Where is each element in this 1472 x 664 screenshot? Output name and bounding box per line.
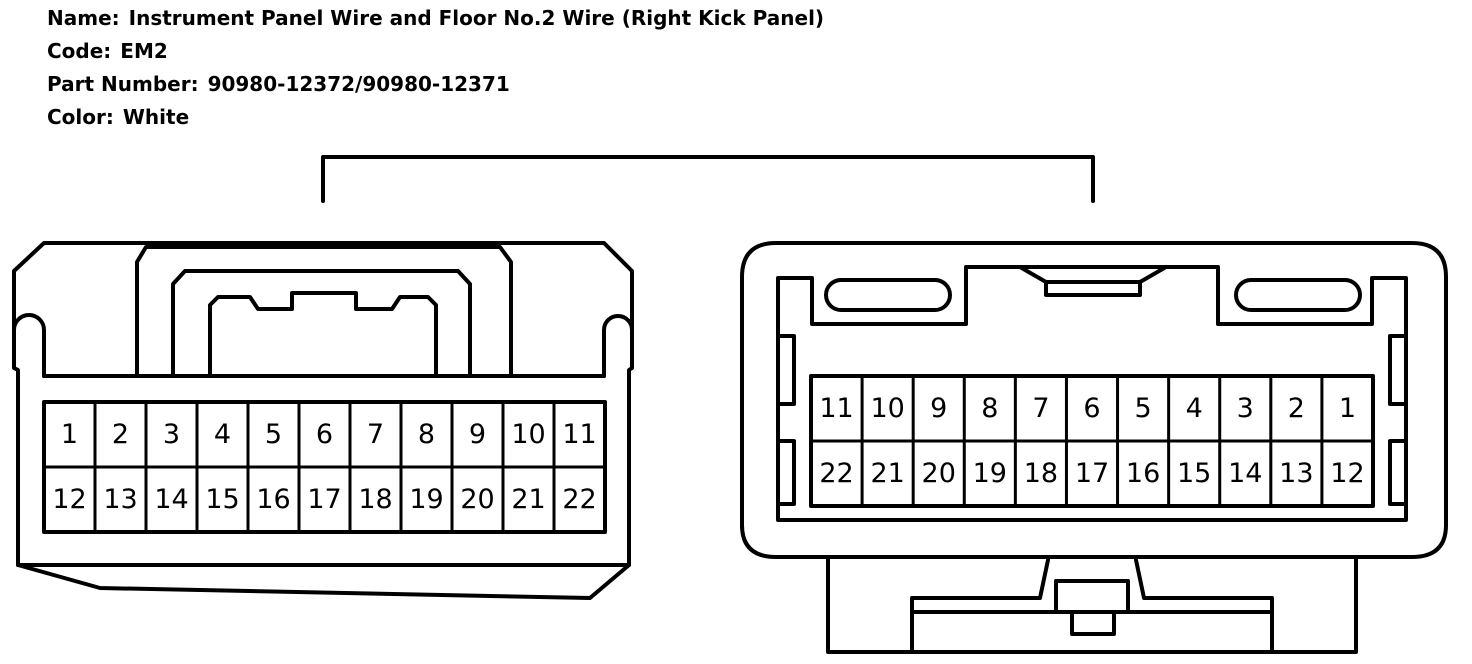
pin-number-left-5: 5 xyxy=(265,419,282,450)
pin-number-right-11: 11 xyxy=(819,393,853,424)
pin-number-right-14: 14 xyxy=(1228,458,1262,489)
pin-number-right-13: 13 xyxy=(1279,458,1313,489)
left-connector-side-notch xyxy=(602,314,634,378)
pin-number-left-7: 7 xyxy=(367,419,384,450)
part-number-label: Part Number: xyxy=(47,72,199,96)
pin-number-left-6: 6 xyxy=(316,419,333,450)
right-connector-latch xyxy=(1018,265,1168,297)
right-connector-body xyxy=(740,241,1448,559)
pin-number-right-5: 5 xyxy=(1134,393,1151,424)
pin-number-left-4: 4 xyxy=(214,419,231,450)
pin-number-left-10: 10 xyxy=(511,419,545,450)
right-connector-slot-left xyxy=(824,278,952,312)
pin-number-right-21: 21 xyxy=(870,458,904,489)
pin-number-left-12: 12 xyxy=(52,484,86,515)
name-value: Instrument Panel Wire and Floor No.2 Wir… xyxy=(128,6,825,30)
right-connector-side-rib xyxy=(776,439,796,506)
pin-number-left-3: 3 xyxy=(163,419,180,450)
pin-number-left-13: 13 xyxy=(103,484,137,515)
pin-number-left-8: 8 xyxy=(418,419,435,450)
pin-number-right-18: 18 xyxy=(1024,458,1058,489)
info-name-line: Name: Instrument Panel Wire and Floor No.… xyxy=(47,6,824,30)
part-number-value: 90980-12372/90980-12371 xyxy=(207,72,510,96)
pin-number-right-20: 20 xyxy=(922,458,956,489)
pin-number-left-11: 11 xyxy=(562,419,596,450)
pin-number-right-3: 3 xyxy=(1237,393,1254,424)
left-connector-body xyxy=(12,241,634,600)
pin-number-right-17: 17 xyxy=(1075,458,1109,489)
right-connector-lower-rail xyxy=(910,558,1050,654)
pin-number-right-22: 22 xyxy=(819,458,853,489)
pin-number-right-9: 9 xyxy=(930,393,947,424)
right-connector-lower-rail xyxy=(1134,558,1274,654)
pin-number-left-14: 14 xyxy=(154,484,188,515)
pin-number-right-15: 15 xyxy=(1177,458,1211,489)
right-connector-side-rib xyxy=(776,334,796,406)
right-connector-cavity xyxy=(776,265,1408,522)
pin-number-left-19: 19 xyxy=(409,484,443,515)
pin-number-right-7: 7 xyxy=(1032,393,1049,424)
color-label: Color: xyxy=(47,105,114,129)
pin-number-right-16: 16 xyxy=(1126,458,1160,489)
pin-number-left-2: 2 xyxy=(112,419,129,450)
mating-bracket xyxy=(321,155,1095,203)
right-connector-side-rib xyxy=(1388,334,1408,406)
info-part-line: Part Number: 90980-12372/90980-12371 xyxy=(47,72,510,96)
right-connector-key xyxy=(1054,579,1130,614)
pin-number-left-18: 18 xyxy=(358,484,392,515)
pin-number-left-15: 15 xyxy=(205,484,239,515)
pin-number-left-20: 20 xyxy=(460,484,494,515)
pin-number-right-19: 19 xyxy=(973,458,1007,489)
left-connector-side-notch xyxy=(12,313,46,378)
name-label: Name: xyxy=(47,6,120,30)
right-connector-lower-housing xyxy=(826,555,1358,654)
color-value: White xyxy=(122,105,190,129)
right-connector-slot-right xyxy=(1234,278,1362,312)
pin-number-right-4: 4 xyxy=(1186,393,1203,424)
pin-number-left-9: 9 xyxy=(469,419,486,450)
pin-number-left-16: 16 xyxy=(256,484,290,515)
info-color-line: Color: White xyxy=(47,105,189,129)
code-value: EM2 xyxy=(120,39,168,63)
pin-number-right-2: 2 xyxy=(1288,393,1305,424)
pin-number-right-6: 6 xyxy=(1083,393,1100,424)
info-code-line: Code: EM2 xyxy=(47,39,168,63)
left-connector-latch xyxy=(208,291,438,378)
code-label: Code: xyxy=(47,39,112,63)
right-connector-side-rib xyxy=(1388,439,1408,506)
pin-number-right-10: 10 xyxy=(870,393,904,424)
left-connector-lock-inner xyxy=(171,269,472,378)
left-connector-lock-frame xyxy=(135,245,513,378)
pin-number-left-21: 21 xyxy=(511,484,545,515)
pin-number-left-22: 22 xyxy=(562,484,596,515)
pin-number-right-8: 8 xyxy=(981,393,998,424)
right-connector-key-stem xyxy=(1070,610,1116,636)
pin-number-right-1: 1 xyxy=(1339,393,1356,424)
pin-number-left-1: 1 xyxy=(61,419,78,450)
pin-number-right-12: 12 xyxy=(1330,458,1364,489)
pin-number-left-17: 17 xyxy=(307,484,341,515)
